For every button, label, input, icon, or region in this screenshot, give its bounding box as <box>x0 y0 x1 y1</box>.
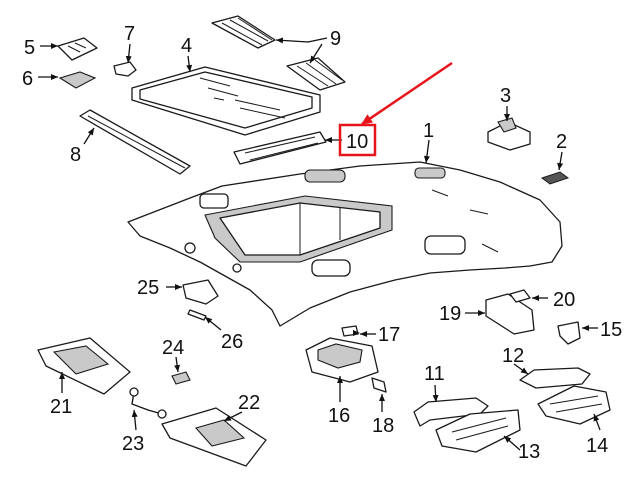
bulb-20-part <box>509 289 531 303</box>
callout-19: 19 <box>439 303 461 325</box>
callout-26: 26 <box>221 331 243 353</box>
callout-22: 22 <box>238 392 260 414</box>
callout-16: 16 <box>328 405 350 427</box>
callout-21: 21 <box>50 396 72 418</box>
highlight-arrow <box>361 61 453 126</box>
shade-bar-part <box>233 131 327 165</box>
rail-part <box>79 109 191 175</box>
callout-8: 8 <box>70 144 81 166</box>
trim-13-part <box>435 409 521 453</box>
bracket-part <box>57 37 98 61</box>
bracket-25-part <box>182 279 219 305</box>
leader-lines <box>38 37 601 451</box>
clip-24-part <box>171 371 191 385</box>
callout-17: 17 <box>378 324 400 346</box>
callout-2: 2 <box>556 131 567 153</box>
trim-14-part <box>537 385 611 425</box>
callout-3: 3 <box>500 85 511 107</box>
bulb-17-part <box>341 325 359 337</box>
small-clip-part <box>113 61 137 77</box>
roof-panel-part <box>131 66 321 136</box>
callout-18: 18 <box>372 415 394 437</box>
bulb-18-part <box>371 377 387 393</box>
callout-11: 11 <box>424 363 445 385</box>
callout-6: 6 <box>22 68 33 90</box>
callout-labels: 5 6 7 4 9 8 10 1 3 2 25 26 24 21 23 22 1… <box>22 23 622 463</box>
bulb-26-part <box>187 309 207 321</box>
clip-part <box>58 71 97 89</box>
callout-1: 1 <box>423 120 434 142</box>
callout-25: 25 <box>137 277 159 299</box>
callout-24: 24 <box>162 337 184 359</box>
small-cover-part <box>540 171 570 185</box>
callout-23: 23 <box>122 433 144 455</box>
sound-pads-part <box>211 15 346 91</box>
callout-4: 4 <box>181 35 192 57</box>
callout-13: 13 <box>518 441 540 463</box>
lamp-19-part <box>485 293 535 335</box>
callout-20: 20 <box>553 289 575 311</box>
wire-23-part <box>131 391 163 415</box>
callout-15: 15 <box>600 319 622 341</box>
callout-14: 14 <box>586 435 608 457</box>
highlight-box <box>338 123 377 157</box>
callout-5: 5 <box>24 37 35 59</box>
clip-15-part <box>557 321 581 345</box>
callout-9: 9 <box>330 28 341 50</box>
headliner-part <box>127 161 563 327</box>
handle-12-part <box>519 367 591 389</box>
callout-10: 10 <box>346 131 368 153</box>
callout-12: 12 <box>502 345 524 367</box>
callout-7: 7 <box>124 23 135 45</box>
